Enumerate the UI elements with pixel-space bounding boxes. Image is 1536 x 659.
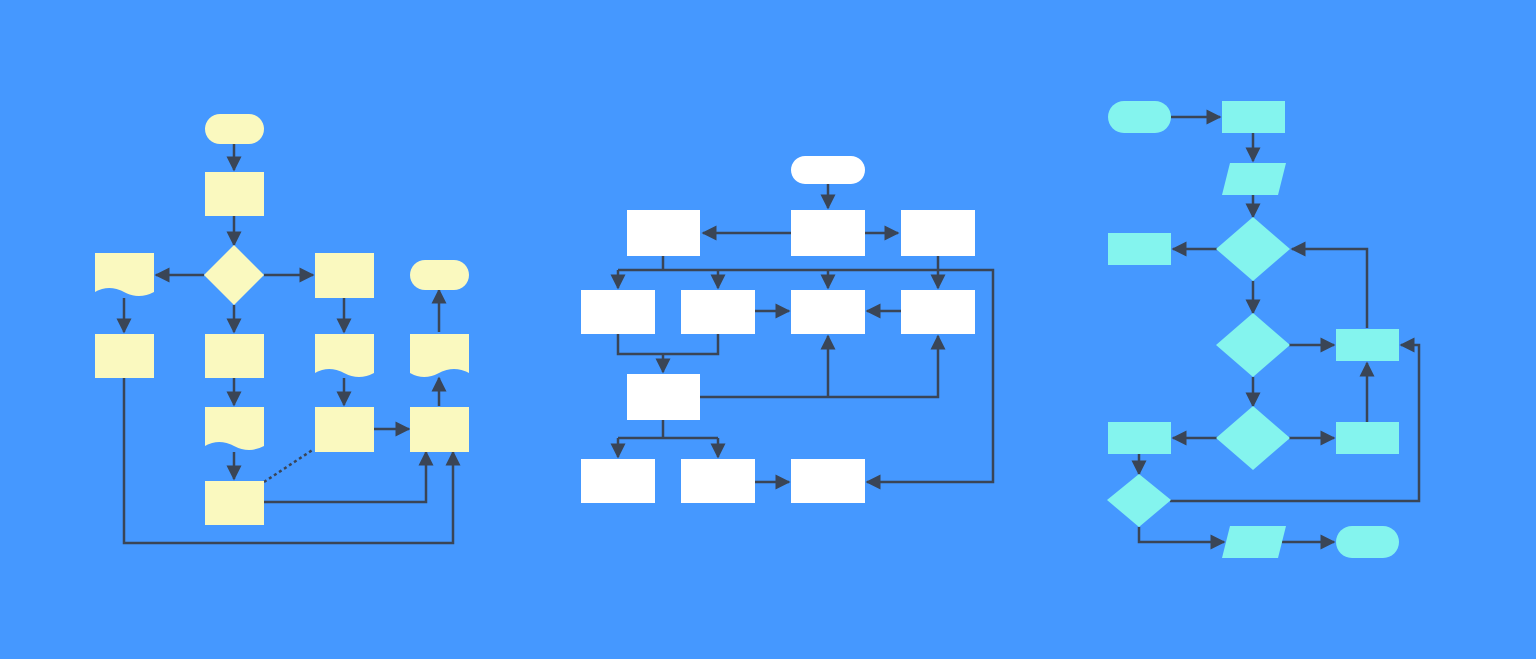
white-connectors [610, 184, 995, 490]
decision-node [1216, 313, 1290, 377]
yellow-nodes [95, 114, 469, 525]
connector [1170, 337, 1421, 503]
process-node [1222, 101, 1285, 133]
connector [1290, 241, 1369, 328]
cyan-nodes [1107, 101, 1399, 558]
process-node [581, 290, 655, 334]
process-node [1108, 233, 1171, 265]
process-node [581, 459, 655, 503]
terminator-node [410, 260, 469, 290]
process-node [901, 290, 975, 334]
process-node [1336, 329, 1399, 361]
process-node [901, 210, 975, 256]
document-node [95, 253, 154, 296]
connector [122, 378, 461, 545]
terminator-node [791, 156, 865, 184]
process-node [627, 210, 700, 256]
data-node [1222, 526, 1286, 558]
dotted-connector [263, 447, 315, 484]
white-nodes [581, 156, 975, 503]
document-node [315, 334, 374, 377]
decision-node [204, 245, 264, 305]
process-node [791, 210, 865, 256]
process-node [791, 459, 865, 503]
process-node [315, 407, 374, 452]
data-node [1222, 163, 1286, 195]
terminator-node [1108, 101, 1171, 133]
document-node [410, 334, 469, 377]
process-node [681, 290, 755, 334]
process-node [205, 481, 264, 525]
process-node [1108, 422, 1171, 454]
process-node [205, 334, 264, 378]
connector [264, 450, 434, 504]
process-node [410, 407, 469, 452]
terminator-node [205, 114, 264, 144]
process-node [315, 253, 374, 298]
connector [1137, 527, 1226, 550]
connector [618, 268, 995, 490]
process-node [95, 334, 154, 378]
yellow-connectors [116, 144, 461, 545]
decision-node [1107, 474, 1171, 527]
connector [616, 334, 720, 356]
process-node [627, 374, 700, 420]
process-node [1336, 422, 1399, 454]
process-node [205, 172, 264, 216]
process-node [791, 290, 865, 334]
document-node [205, 407, 264, 450]
cyan-connectors [1131, 109, 1421, 550]
terminator-node [1336, 526, 1399, 558]
connector [700, 334, 946, 399]
yellow-flowchart [95, 114, 469, 545]
decision-node [1216, 217, 1290, 281]
white-flowchart [581, 156, 995, 503]
decision-node [1216, 406, 1290, 470]
process-node [681, 459, 755, 503]
cyan-flowchart [1107, 101, 1421, 558]
